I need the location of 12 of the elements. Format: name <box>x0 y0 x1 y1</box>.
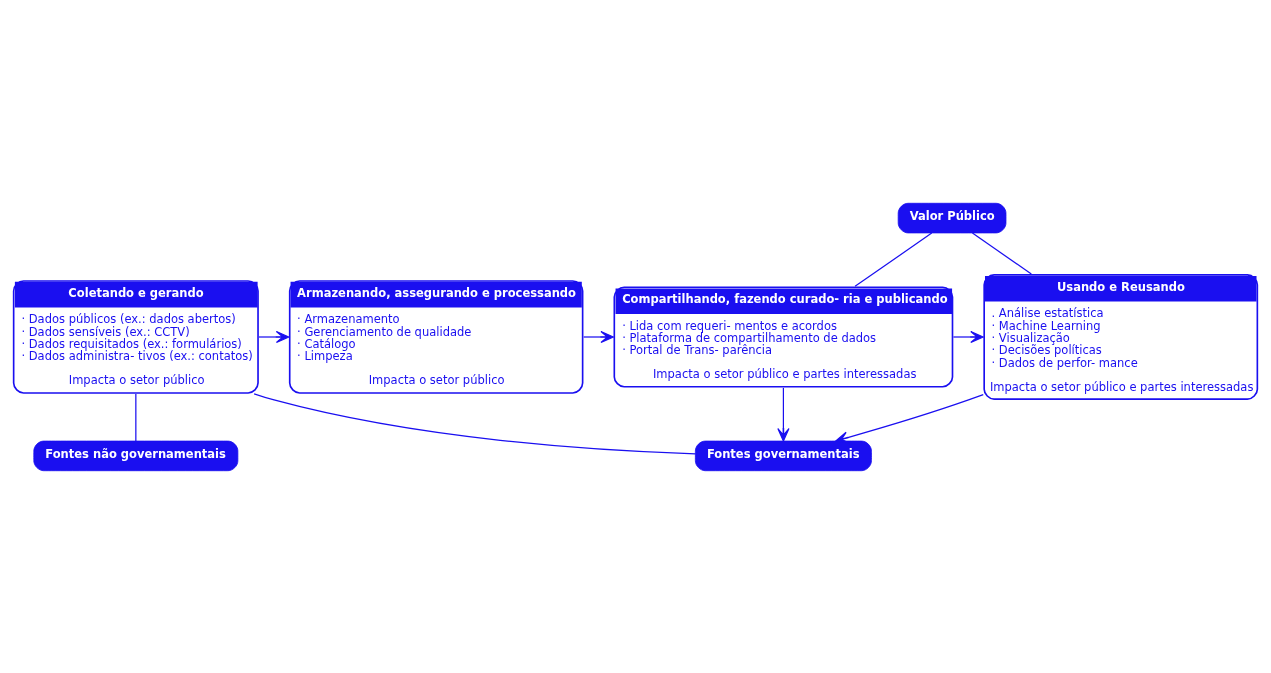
connector <box>854 231 933 287</box>
arrow <box>952 330 984 343</box>
arrow <box>777 386 790 442</box>
arrow <box>835 393 984 444</box>
arrow <box>258 330 290 343</box>
arrow <box>583 330 614 343</box>
node-box: Valor Público <box>897 202 1007 233</box>
connector <box>971 231 1032 275</box>
node-box: Fontes governamentais <box>694 440 872 471</box>
node-box: Fontes não governamentais <box>33 440 239 471</box>
connector <box>135 392 137 442</box>
connector <box>253 392 696 454</box>
